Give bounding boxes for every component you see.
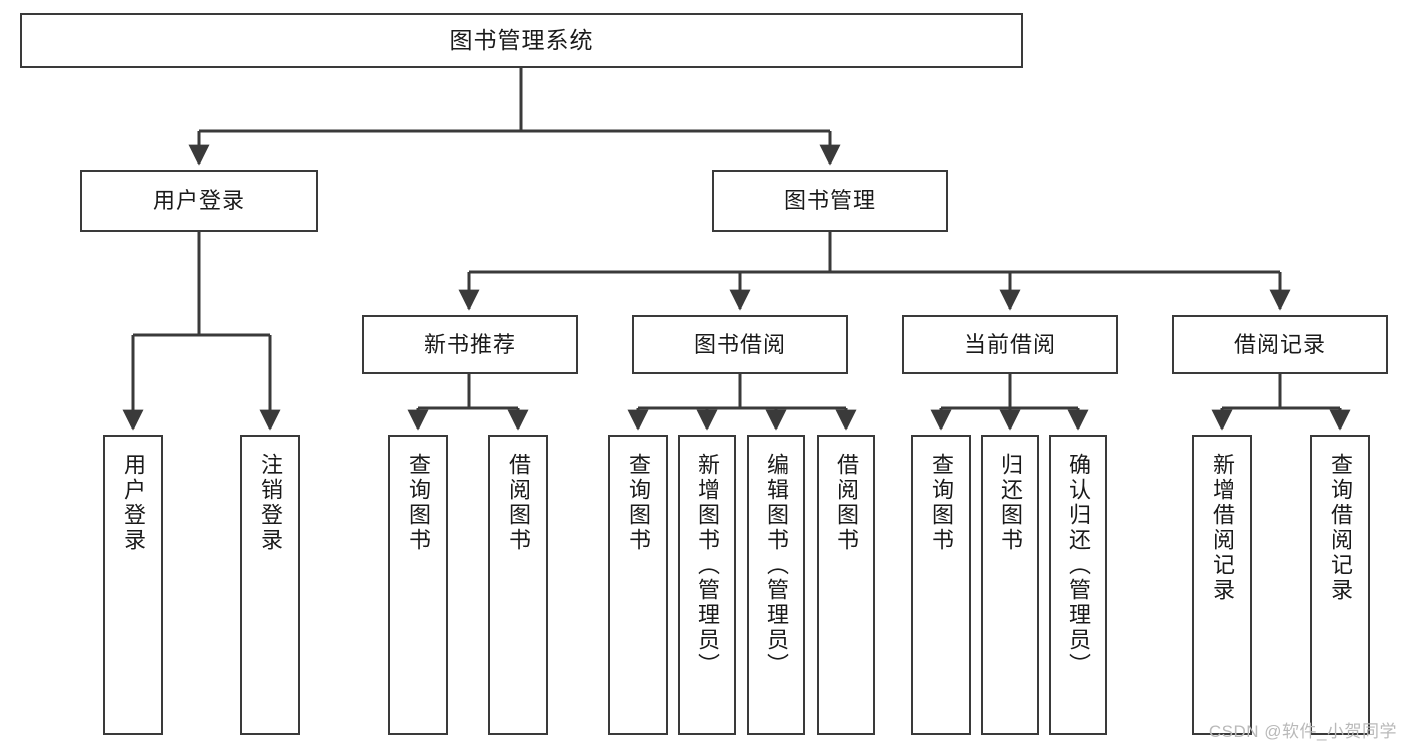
node-label: 图书管理 xyxy=(783,188,876,214)
node-label: 归还图书 xyxy=(997,453,1023,553)
node-book-borrow[interactable]: 图书借阅 xyxy=(632,315,848,374)
node-system-root[interactable]: 图书管理系统 xyxy=(20,13,1023,68)
node-label: 借阅图书 xyxy=(833,453,859,553)
node-label: 用户登录 xyxy=(152,188,245,214)
csdn-watermark: CSDN @软件_小贺同学 xyxy=(1208,722,1397,741)
node-label: 查询图书 xyxy=(405,453,431,553)
node-label: 用户登录 xyxy=(120,453,146,553)
node-label: 图书管理系统 xyxy=(449,26,594,53)
leaf-borrow-book-newbook[interactable]: 借阅图书 xyxy=(488,435,548,735)
node-label: 查询借阅记录 xyxy=(1327,453,1353,603)
leaf-query-book-newbook[interactable]: 查询图书 xyxy=(388,435,448,735)
node-label: 借阅图书 xyxy=(505,453,531,553)
leaf-borrow-book[interactable]: 借阅图书 xyxy=(817,435,875,735)
node-label: 注销登录 xyxy=(257,453,283,553)
leaf-return-book[interactable]: 归还图书 xyxy=(981,435,1039,735)
leaf-logout[interactable]: 注销登录 xyxy=(240,435,300,735)
leaf-edit-book-admin[interactable]: 编辑图书（管理员） xyxy=(747,435,805,735)
node-label: 当前借阅 xyxy=(963,331,1056,357)
node-label: 编辑图书（管理员） xyxy=(763,453,789,678)
node-label: 查询图书 xyxy=(928,453,954,553)
node-user-login[interactable]: 用户登录 xyxy=(80,170,318,232)
leaf-confirm-return-admin[interactable]: 确认归还（管理员） xyxy=(1049,435,1107,735)
node-current-borrow[interactable]: 当前借阅 xyxy=(902,315,1118,374)
node-label: 借阅记录 xyxy=(1233,331,1326,357)
node-book-management[interactable]: 图书管理 xyxy=(712,170,948,232)
node-new-book-recommend[interactable]: 新书推荐 xyxy=(362,315,578,374)
node-label: 新增图书（管理员） xyxy=(694,453,720,678)
node-label: 查询图书 xyxy=(625,453,651,553)
leaf-query-book-borrow[interactable]: 查询图书 xyxy=(608,435,668,735)
leaf-query-borrow-record[interactable]: 查询借阅记录 xyxy=(1310,435,1370,735)
node-label: 图书借阅 xyxy=(693,331,786,357)
node-label: 新书推荐 xyxy=(423,331,516,357)
node-label: 确认归还（管理员） xyxy=(1065,453,1091,678)
leaf-add-book-admin[interactable]: 新增图书（管理员） xyxy=(678,435,736,735)
node-borrow-record[interactable]: 借阅记录 xyxy=(1172,315,1388,374)
leaf-query-book-current[interactable]: 查询图书 xyxy=(911,435,971,735)
node-label: 新增借阅记录 xyxy=(1209,453,1235,603)
leaf-add-borrow-record[interactable]: 新增借阅记录 xyxy=(1192,435,1252,735)
leaf-user-login[interactable]: 用户登录 xyxy=(103,435,163,735)
